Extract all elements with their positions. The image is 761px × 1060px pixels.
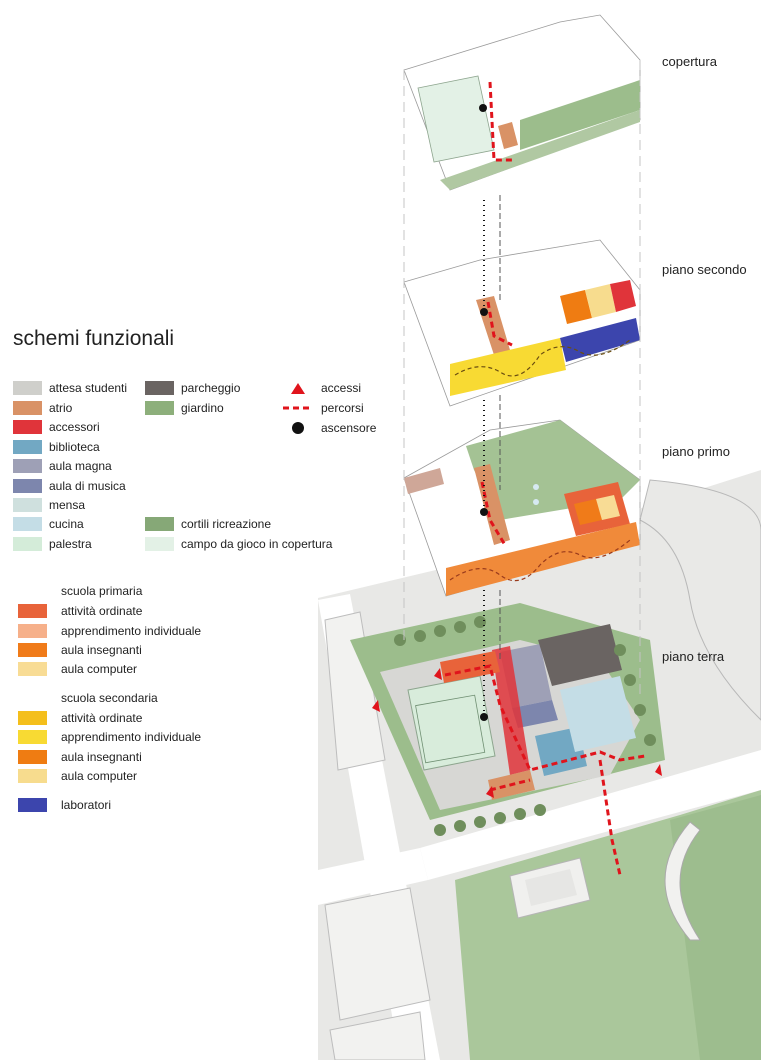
- swatch-mensa: [13, 498, 42, 512]
- swatch-secondary-1: [18, 730, 47, 744]
- legend-label: apprendimento individuale: [61, 624, 202, 638]
- legend-label: laboratori: [61, 798, 112, 812]
- legend-label: percorsi: [321, 401, 364, 415]
- site-plan: [318, 470, 761, 1060]
- legend-label: aula insegnanti: [61, 643, 142, 657]
- legend-label: ascensore: [321, 421, 377, 435]
- page-title: schemi funzionali: [13, 327, 175, 350]
- legend-label: mensa: [49, 498, 86, 512]
- legend-label: campo da gioco in copertura: [181, 537, 333, 551]
- legend-label: attesa studenti: [49, 381, 128, 395]
- legend-label: cucina: [49, 517, 84, 531]
- legend-label: biblioteca: [49, 440, 100, 454]
- legend-label: attività ordinate: [61, 604, 143, 618]
- swatch-primary-1: [18, 624, 47, 638]
- swatch-palestra: [13, 537, 42, 551]
- swatch-primary-0: [18, 604, 47, 618]
- floor-label-first: piano primo: [662, 444, 730, 459]
- legend-label: aula di musica: [49, 479, 126, 493]
- swatch-cortili-ricreazione: [145, 517, 174, 531]
- roof-plan: [403, 14, 641, 191]
- legend-label: cortili ricreazione: [181, 517, 272, 531]
- symbol-icons: [283, 383, 313, 434]
- swatch-giardino: [145, 401, 174, 415]
- swatch-secondary-2: [18, 750, 47, 764]
- projection-lines: [403, 60, 641, 700]
- swatch-cucina: [13, 517, 42, 531]
- group-title-primary: scuola primaria: [61, 584, 143, 598]
- group-title-secondary: scuola secondaria: [61, 691, 158, 705]
- swatch-accessori: [13, 420, 42, 434]
- legend-label: aula insegnanti: [61, 750, 142, 764]
- legend-label: aula computer: [61, 662, 138, 676]
- swatch-primary-2: [18, 643, 47, 657]
- floor-label-ground: piano terra: [662, 649, 725, 664]
- swatch-aula-magna: [13, 459, 42, 473]
- second-floor-plan: [403, 239, 641, 407]
- swatch-attesa-studenti: [13, 381, 42, 395]
- swatch-primary-3: [18, 662, 47, 676]
- legend-label: parcheggio: [181, 381, 241, 395]
- swatch-secondary-0: [18, 711, 47, 725]
- first-floor-plan: [403, 419, 641, 597]
- swatch-secondary-3: [18, 769, 47, 783]
- legend-label: atrio: [49, 401, 73, 415]
- legend-label: accessori: [49, 420, 100, 434]
- legend-label: aula computer: [61, 769, 138, 783]
- dot-icon: [292, 422, 304, 434]
- legend-label: apprendimento individuale: [61, 730, 202, 744]
- swatch-atrio: [13, 401, 42, 415]
- legend-label: giardino: [181, 401, 224, 415]
- legend-label: aula magna: [49, 459, 112, 473]
- triangle-icon: [291, 383, 305, 394]
- floor-label-second: piano secondo: [662, 262, 747, 277]
- floor-label-roof: copertura: [662, 54, 717, 69]
- legend-label: attività ordinate: [61, 711, 143, 725]
- swatch-laboratori: [18, 798, 47, 812]
- swatch-aula-di-musica: [13, 479, 42, 493]
- swatch-biblioteca: [13, 440, 42, 454]
- swatch-campo-da-gioco: [145, 537, 174, 551]
- legend-label: accessi: [321, 381, 362, 395]
- legend-label: palestra: [49, 537, 92, 551]
- swatch-parcheggio: [145, 381, 174, 395]
